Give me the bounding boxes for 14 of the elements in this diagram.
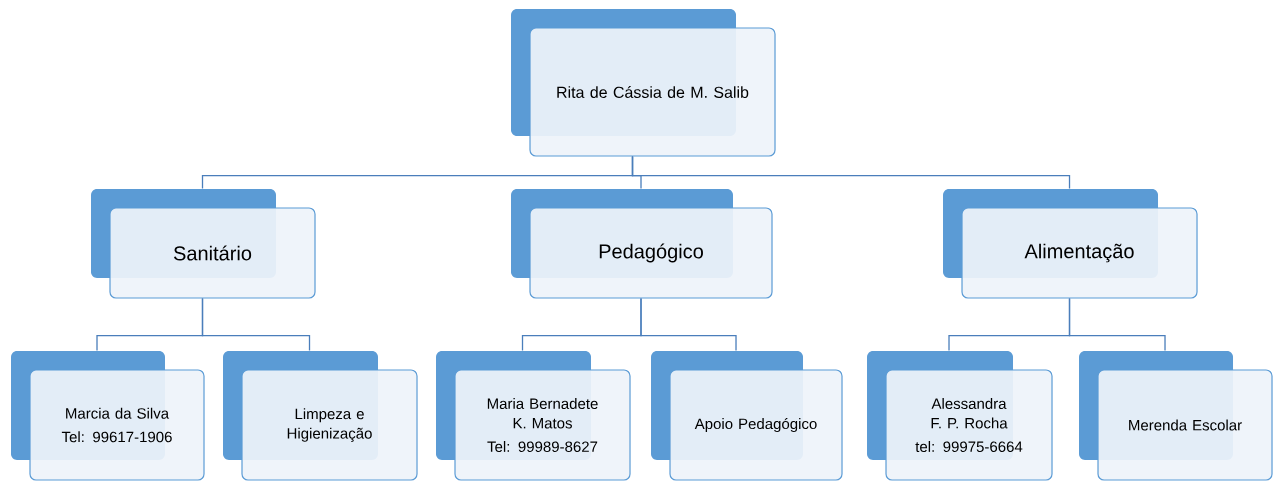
org-box: Maria Bernadete K. Matos Tel: 99989-8627 (436, 351, 631, 481)
org-box: Rita de Cássia de M. Salib (511, 9, 776, 157)
connector-line (1068, 297, 1166, 352)
org-box: Apoio Pedagógico (651, 351, 843, 481)
org-box: Sanitário (91, 189, 316, 299)
org-box: Marcia da Silva Tel: 99617-1906 (11, 351, 205, 481)
org-box: Alessandra F. P. Rocha tel: 99975-6664 (867, 351, 1053, 481)
connector-line (631, 155, 1071, 190)
org-box: Pedagógico (511, 189, 773, 299)
connector-line (640, 297, 737, 352)
org-box: Alimentação (943, 189, 1198, 299)
org-box: Limpeza e Higienização (223, 351, 418, 481)
org-box: Merenda Escolar (1079, 351, 1273, 481)
connector-line (201, 297, 311, 352)
